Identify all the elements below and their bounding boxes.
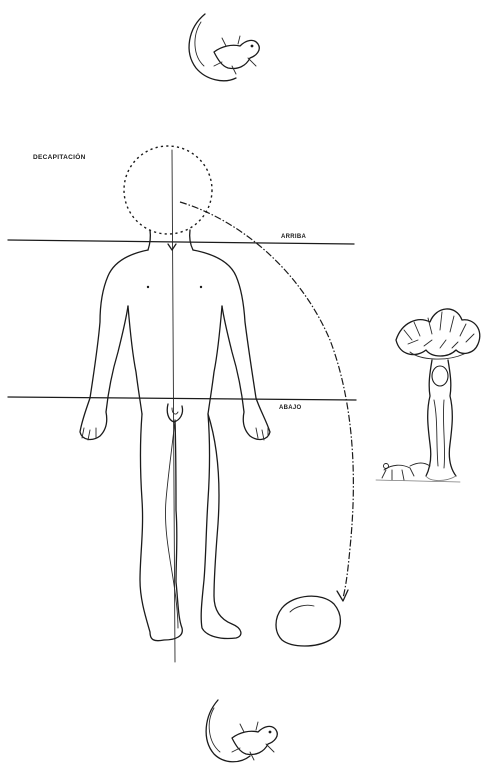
lower-label: ABAJO [279, 405, 302, 411]
fallen-head-detail [290, 605, 314, 612]
upper-label: ARRIBA [281, 234, 306, 240]
title-label: DECAPITACIÓN [33, 152, 86, 161]
vertical-axis [172, 150, 175, 662]
trajectory-arrowhead-icon [337, 590, 348, 601]
bottom-ornament-icon [206, 700, 277, 762]
body-outline [80, 230, 270, 641]
top-ornament-icon [189, 14, 259, 81]
lower-reference-line [8, 397, 356, 400]
upper-reference-line [8, 240, 354, 244]
head-outline-dotted [124, 146, 212, 234]
fallen-head-outline [276, 596, 340, 646]
tree-figure-icon [376, 309, 480, 482]
